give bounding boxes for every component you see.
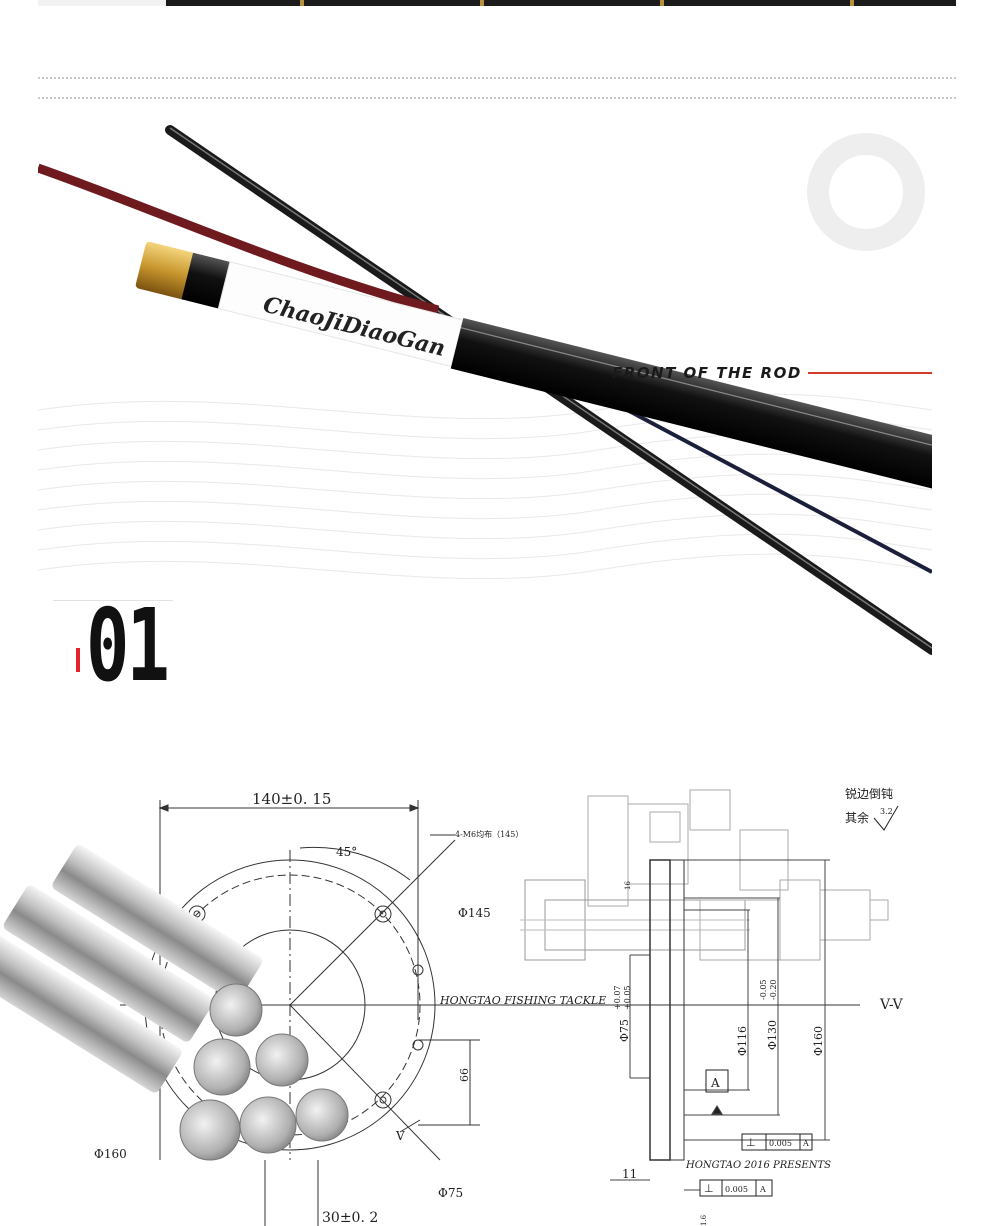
dim-phi145: Φ145 — [458, 906, 491, 920]
gdt-value-1: 0.005 — [769, 1139, 792, 1148]
tol-minus-005: -0.05 — [759, 979, 768, 1000]
hero-rod-image: ChaoJiDiaoGan FRONT OF THE ROD — [38, 110, 932, 690]
tol-minus-020: -0.20 — [769, 979, 778, 1000]
dim-phi160-right: Φ160 — [812, 1026, 825, 1056]
view-vv: V-V — [879, 997, 904, 1013]
section-number: 01 — [86, 587, 170, 704]
dotted-separator-top — [38, 77, 956, 79]
dim-140: 140±0. 15 — [252, 790, 331, 808]
dim-phi75-left: Φ75 — [438, 1186, 463, 1200]
gdt-datum-2: A — [759, 1185, 766, 1194]
watermark-presents: HONGTAO 2016 PRESENTS — [685, 1160, 831, 1171]
dim-66: 66 — [458, 1068, 471, 1082]
dim-phi116: Φ116 — [736, 1026, 749, 1056]
rod-illustration: ChaoJiDiaoGan — [38, 125, 932, 655]
hero-caption: FRONT OF THE ROD — [612, 363, 932, 383]
dim-1-6: 1.6 — [700, 1214, 708, 1226]
section-number-marker — [76, 648, 80, 672]
gdt-symbol-2: ⊥ — [704, 1182, 714, 1195]
flange-section-view — [520, 789, 889, 1197]
dim-phi130: Φ130 — [766, 1020, 779, 1050]
note-rest: 其余 — [845, 810, 869, 825]
ring-decoration — [807, 133, 925, 251]
gold-end-cap — [135, 241, 199, 300]
top-rod-strip — [38, 0, 956, 6]
gdt-datum-1: A — [802, 1139, 809, 1148]
tol-plus-005: +0.05 — [623, 985, 632, 1010]
section-underline — [53, 600, 173, 601]
roughness-value: 3.2 — [880, 807, 893, 816]
gdt-symbol-1: ⊥ — [746, 1136, 756, 1149]
dim-angle-45: 45° — [336, 845, 357, 859]
dotted-separator-bottom — [38, 97, 956, 99]
dim-phi75-right: Φ75 — [618, 1019, 631, 1042]
steel-rods-image — [0, 845, 349, 1161]
hero-caption-line — [807, 372, 932, 374]
bolt-note: 4-M6均布（145） — [455, 829, 523, 839]
hero-caption-text: FRONT OF THE ROD — [612, 364, 802, 382]
watermark-fishing-tackle: HONGTAO FISHING TACKLE — [439, 994, 606, 1007]
dim-phi160-left: Φ160 — [94, 1147, 127, 1161]
dim-11: 11 — [622, 1167, 637, 1181]
dim-30: 30±0. 2 — [322, 1210, 378, 1226]
label-v: V — [395, 1129, 405, 1143]
gdt-value-2: 0.005 — [725, 1185, 748, 1194]
technical-drawing: 140±0. 15 45° 4-M6均布（145） Φ145 HONGTAO F… — [0, 787, 904, 1226]
dim-16: 16 — [624, 881, 632, 890]
tol-plus-007: +0.07 — [613, 985, 622, 1010]
datum-a: A — [710, 1076, 720, 1090]
note-deburr: 锐边倒钝 — [845, 787, 893, 801]
roughness-icon — [873, 805, 899, 831]
